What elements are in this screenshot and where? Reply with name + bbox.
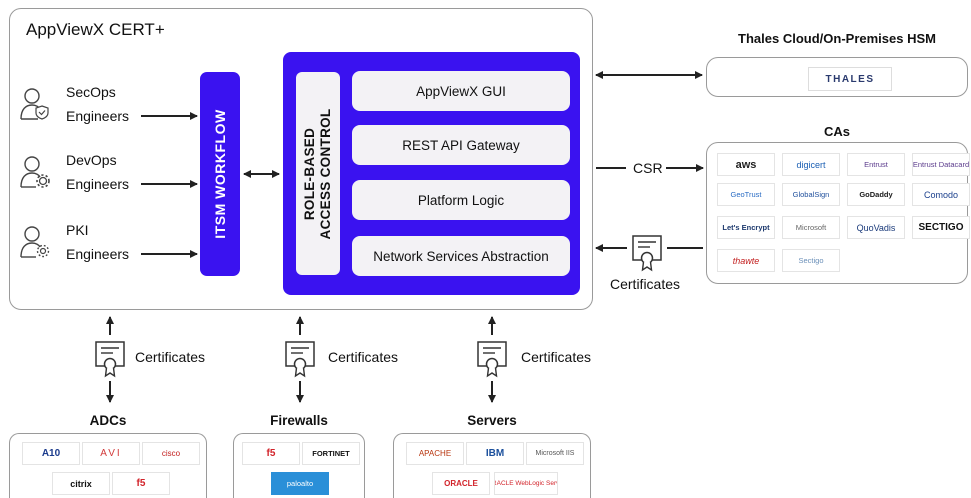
ca-logo-thawte: thawte [717, 249, 775, 272]
firewalls-title: Firewalls [270, 413, 328, 428]
firewall-logo-fortinet: FORTINET [302, 442, 360, 465]
adc-certificates-label: Certificates [135, 349, 206, 365]
layer-rest-api-gateway: REST API Gateway [352, 125, 570, 165]
ca-logo-entrust-datacard: Entrust Datacard [912, 153, 970, 176]
servers-box: APACHE IBM Microsoft IIS ORACLE ORACLE W… [393, 433, 591, 498]
ca-certificates-label: Certificates [610, 276, 681, 292]
pki-label: PKI [66, 222, 89, 238]
firewall-logo-paloalto: paloalto [271, 472, 329, 495]
ca-logo-microsoft: Microsoft [782, 216, 840, 239]
ca-logo-globalsign: GlobalSign [782, 183, 840, 206]
adcs-title: ADCs [89, 413, 127, 428]
layer-network-services-abstraction: Network Services Abstraction [352, 236, 570, 276]
itsm-workflow-bar: ITSM WORKFLOW [200, 72, 240, 276]
firewall-logo-f5: f5 [242, 442, 300, 465]
thales-logo: THALES [808, 67, 892, 91]
ca-logo-quovadis: QuoVadis [847, 216, 905, 239]
adc-logo-f5: f5 [112, 472, 170, 495]
ca-logo-godaddy: GoDaddy [847, 183, 905, 206]
secops-engineers: SecOps Engineers [20, 82, 190, 128]
cas-title: CAs [823, 124, 850, 139]
ca-logo-lets-encrypt: Let's Encrypt [717, 216, 775, 239]
csr-label: CSR [633, 160, 663, 176]
adcs-box: A10 AVI cisco citrix f5 [9, 433, 207, 498]
devops-engineers: DevOps Engineers [20, 150, 190, 196]
server-logo-microsoft-iis: Microsoft IIS [526, 442, 584, 465]
devops-engineers-label: Engineers [66, 176, 130, 192]
hsm-title: Thales Cloud/On-Premises HSM [738, 31, 936, 46]
ca-logo-entrust: Entrust [847, 153, 905, 176]
rbac-panel: ROLE-BASED ACCESS CONTROL [296, 72, 340, 275]
hsm-box [706, 57, 968, 97]
adc-logo-cisco: cisco [142, 442, 200, 465]
servers-title: Servers [467, 413, 517, 428]
devops-label: DevOps [66, 152, 117, 168]
pki-engineers: PKI Engineers [20, 220, 190, 266]
adc-logo-a10: A10 [22, 442, 80, 465]
server-certificates-label: Certificates [521, 349, 592, 365]
secops-label: SecOps [66, 84, 116, 100]
ca-logo-comodo: Comodo [912, 183, 970, 206]
adc-certificate-icon [95, 341, 125, 377]
firewalls-box: f5 FORTINET paloalto [233, 433, 365, 498]
server-logo-oracle-weblogic: ORACLE WebLogic Server [494, 472, 558, 495]
layer-platform-logic: Platform Logic [352, 180, 570, 220]
server-logo-apache: APACHE [406, 442, 464, 465]
server-logo-oracle: ORACLE [432, 472, 490, 495]
user-cog-icon [20, 224, 50, 265]
firewall-certificates-label: Certificates [328, 349, 399, 365]
ca-certificate-icon [632, 235, 662, 271]
ca-logo-geotrust: GeoTrust [717, 183, 775, 206]
ca-logo-digicert: digicert [782, 153, 840, 176]
layer-appviewx-gui: AppViewX GUI [352, 71, 570, 111]
server-certificate-icon [477, 341, 507, 377]
user-gear-icon [20, 154, 50, 195]
adc-logo-avi: AVI [82, 442, 140, 465]
cas-box: aws digicert Entrust Entrust Datacard Ge… [706, 142, 970, 284]
adc-logo-citrix: citrix [52, 472, 110, 495]
ca-logo-sectigo: SECTIGO [912, 216, 970, 239]
secops-engineers-label: Engineers [66, 108, 130, 124]
pki-engineers-label: Engineers [66, 246, 130, 262]
ca-logo-aws: aws [717, 153, 775, 176]
ca-logo-sectigo-2: Sectigo [782, 249, 840, 272]
user-shield-icon [20, 86, 50, 127]
server-logo-ibm: IBM [466, 442, 524, 465]
main-title: AppViewX CERT+ [26, 20, 165, 39]
firewall-certificate-icon [285, 341, 315, 377]
